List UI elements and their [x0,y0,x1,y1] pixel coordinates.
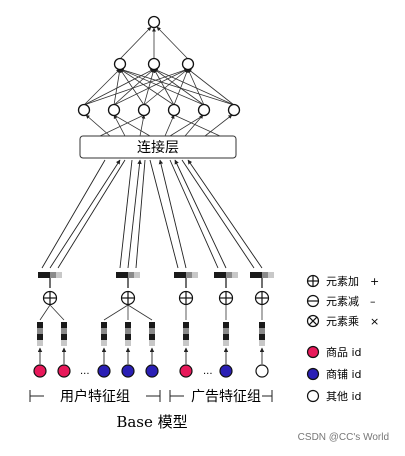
legend-shop-id: 商铺 id [306,367,362,381]
user-group-label: 用户特征组 [60,388,130,405]
mlp-edges-lower [83,68,235,106]
sum-pooling-ops [42,278,270,306]
shop-id-node [145,364,159,378]
input-ids: ... ... [33,364,269,378]
shop-id-node [121,364,135,378]
plus-op-icon [218,278,234,306]
output-node [147,15,161,29]
ad-group-label: 广告特征组 [191,389,261,405]
pooled-vector-user-2 [116,272,140,278]
mlp-edges-upper [119,26,189,60]
item-id-node [179,364,193,378]
shop-id-icon [306,367,320,381]
pooled-vector-ad-2 [214,272,238,278]
legend-multiply: 元素乘 × [306,314,379,328]
other-id-node [255,364,269,378]
embedding-column [259,322,265,346]
concat-layer-label: 连接层 [137,139,179,156]
plus-op-icon [120,278,136,306]
concat-layer: 连接层 [79,135,237,159]
pooled-embeddings [38,272,274,278]
legend-other-id-label: 其他 id [326,390,362,403]
embedding-column [61,322,67,346]
model-title: Base 模型 [116,413,187,431]
hidden-layer-1 [77,103,241,117]
item-id-node [33,364,47,378]
item-id-node [57,364,71,378]
id-embeddings [37,322,265,346]
embedding-column [183,322,189,346]
legend-subtract: 元素减 – [306,294,376,308]
embedding-column [223,322,229,346]
legend-item-id-label: 商品 id [326,345,362,359]
pooled-vector-ad-3 [250,272,274,278]
legend-multiply-mark: × [370,315,379,328]
legend-other-id: 其他 id [306,389,362,403]
hidden-layer-2 [113,57,195,71]
hidden2-node [147,57,161,71]
embedding-column [149,322,155,346]
embedding-to-pooling-edges [39,304,263,321]
legend: 元素加 + 元素减 – 元素乘 × 商品 id 商铺 id 其他 id [306,274,379,403]
legend-shop-id-label: 商铺 id [326,367,362,381]
legend-subtract-mark: – [370,295,376,308]
legend-multiply-label: 元素乘 [326,315,359,328]
input-to-embedding-edges [37,347,265,364]
hidden2-node [113,57,127,71]
concat-to-mlp-edges [85,114,233,137]
embedding-column [101,322,107,346]
legend-add-label: 元素加 [326,275,359,288]
plus-op-icon [42,278,58,306]
shop-id-node [97,364,111,378]
vectors-to-concat-edges [41,159,263,269]
ellipsis-label: ... [80,366,90,377]
pooled-vector-user-1 [38,272,62,278]
legend-add: 元素加 + [306,274,379,288]
embedding-column [125,322,131,346]
hidden2-node [181,57,195,71]
shop-id-node [219,364,233,378]
ellipsis-label: ... [203,366,213,377]
embedding-column [37,322,43,346]
legend-subtract-label: 元素减 [326,295,359,308]
watermark: CSDN @CC's World [298,432,389,443]
group-labels: 用户特征组 广告特征组 [29,388,273,405]
plus-op-icon [178,278,194,306]
plus-op-icon [254,278,270,306]
legend-add-mark: + [370,275,379,288]
other-id-icon [306,389,320,403]
legend-item-id: 商品 id [306,345,362,359]
item-id-icon [306,345,320,359]
pooled-vector-ad-1 [174,272,198,278]
